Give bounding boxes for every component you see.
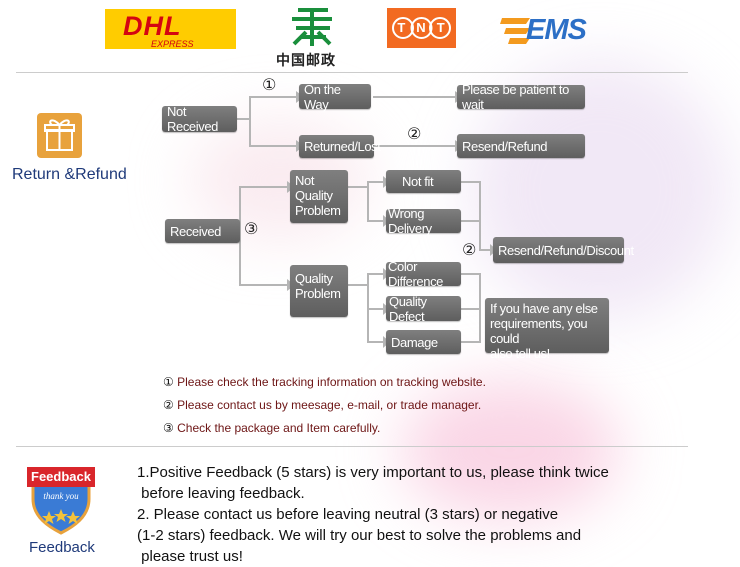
on-the-way-box: On the Way <box>299 82 371 112</box>
wrong-delivery-box: Wrong Delivery <box>386 206 461 236</box>
feedback-badge-icon: Feedback thank you <box>25 459 97 535</box>
china-post-emblem-icon <box>292 8 332 46</box>
received-box: Received <box>165 219 240 243</box>
divider-bottom <box>16 446 688 447</box>
note-1: ① Please check the tracking information … <box>163 375 486 389</box>
china-post-text: 中国邮政 <box>276 53 336 69</box>
ems-text: EMS <box>526 14 587 46</box>
other-requirements-box: If you have any else requirements, you c… <box>485 298 609 361</box>
be-patient-box: Please be patient to wait <box>457 82 585 112</box>
feedback-text: 1.Positive Feedback (5 stars) is very im… <box>137 462 647 567</box>
feedback-line-1: 1.Positive Feedback (5 stars) is very im… <box>137 464 609 481</box>
feedback-line-4: (1-2 stars) feedback. We will try our be… <box>137 527 582 544</box>
resend-refund-discount-box: Resend/Refund/Discount <box>493 237 634 263</box>
divider-top <box>16 72 688 73</box>
marker-1: ① <box>262 75 277 94</box>
return-refund-title: Return &Refund <box>12 166 127 183</box>
feedback-badge-text: Feedback <box>31 469 91 484</box>
ems-logo: EMS <box>500 12 595 48</box>
note-3: ③ Check the package and Item carefully. <box>163 421 381 435</box>
gift-icon <box>37 113 82 158</box>
feedback-line-3: 2. Please contact us before leaving neut… <box>137 506 559 523</box>
feedback-title: Feedback <box>29 539 95 556</box>
marker-3: ③ <box>244 219 259 238</box>
not-quality-problem-box: Not Quality Problem <box>290 170 348 223</box>
tnt-circles-icon <box>392 17 451 39</box>
damage-box: Damage <box>386 330 461 354</box>
color-difference-box: Color Difference <box>386 259 461 289</box>
feedback-badge-subtext: thank you <box>43 491 79 501</box>
dhl-logo-text: DHL <box>123 11 182 41</box>
note-2: ② Please contact us by meesage, e-mail, … <box>163 398 482 412</box>
tnt-logo: TNT <box>387 8 456 48</box>
quality-problem-box: Quality Problem <box>290 265 348 317</box>
quality-defect-box: Quality Defect <box>386 294 461 324</box>
dhl-logo: DHL EXPRESS <box>105 9 236 49</box>
marker-2-bottom: ② <box>462 240 477 259</box>
tnt-text: TNT <box>397 20 456 35</box>
not-received-box: Not Received <box>162 104 237 134</box>
returned-lost-box: Returned/Lost <box>299 135 381 158</box>
ems-wings-icon <box>500 18 530 44</box>
not-fit-box: Not fit <box>386 170 461 193</box>
china-post-logo: 中国邮政 <box>272 4 352 70</box>
dhl-express-text: EXPRESS <box>151 39 194 49</box>
marker-2-top: ② <box>407 124 422 143</box>
feedback-line-5: please trust us! <box>137 548 243 565</box>
resend-refund-box: Resend/Refund <box>457 134 585 158</box>
feedback-line-2: before leaving feedback. <box>137 485 305 502</box>
